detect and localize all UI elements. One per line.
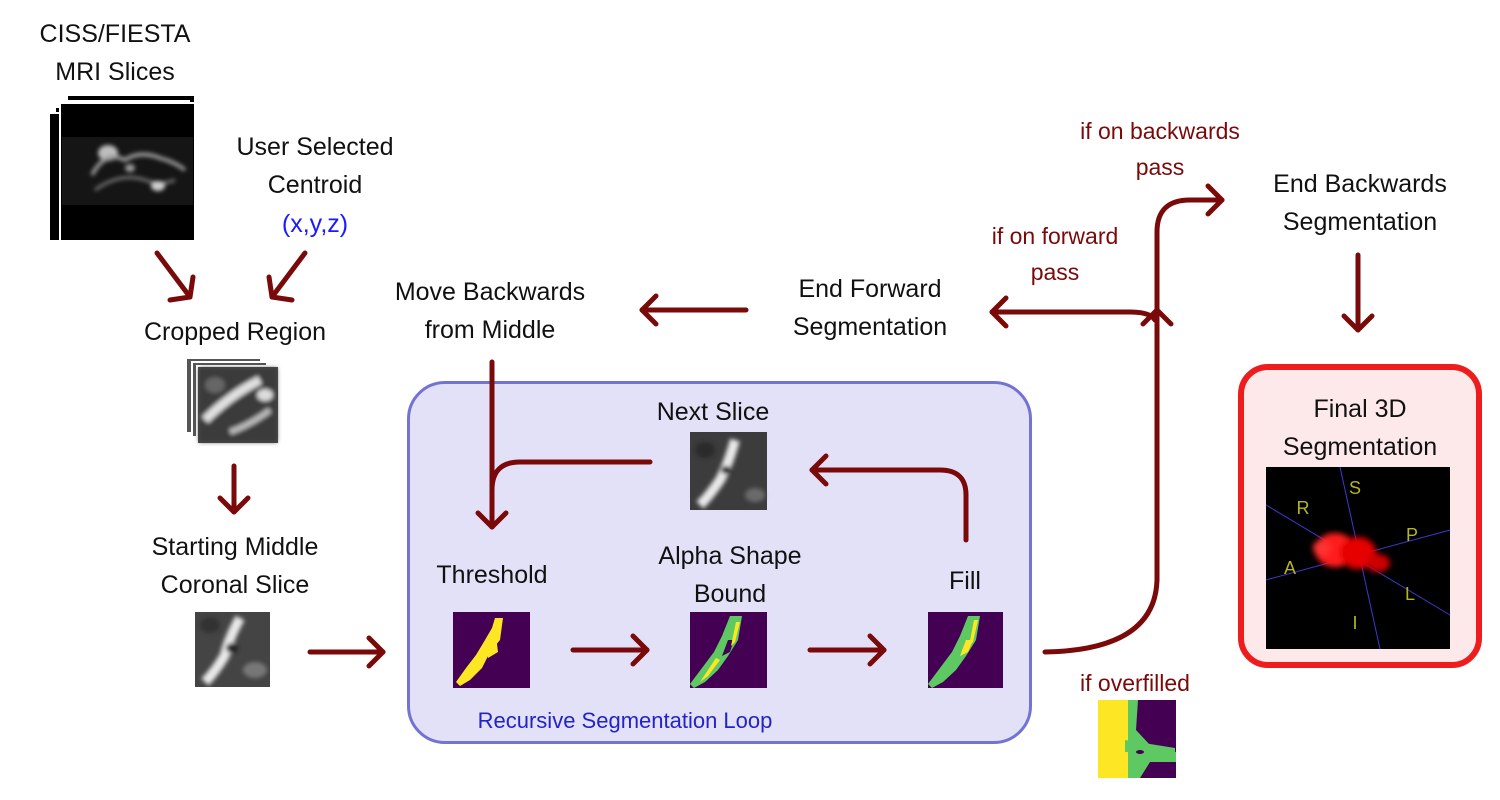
cropped-region-stack bbox=[185, 357, 280, 445]
orient-a: A bbox=[1284, 558, 1296, 578]
arrow-branch-to-end-forward bbox=[989, 295, 1158, 329]
arrow-branch-to-end-backwards bbox=[1154, 183, 1225, 323]
starting-slice-image bbox=[195, 612, 270, 687]
next-slice-image bbox=[690, 432, 767, 510]
mri-slices-label: CISS/FIESTA MRI Slices bbox=[39, 20, 191, 86]
overfilled-image bbox=[1098, 700, 1176, 778]
arrow-end-forward-to-move-backwards bbox=[639, 293, 749, 327]
arrow-move-backwards-to-threshold bbox=[475, 359, 509, 530]
final-3d-label: Final 3D Segmentation bbox=[1282, 395, 1438, 461]
fill-label: Fill bbox=[949, 567, 981, 595]
alpha-shape-image bbox=[690, 612, 767, 688]
arrow-cropped-to-starting bbox=[217, 463, 251, 515]
if-backwards-label: if on backwards pass bbox=[1080, 118, 1240, 180]
final-3d-view: R S P A L I bbox=[1265, 466, 1451, 650]
mri-slices-stack bbox=[48, 94, 196, 242]
arrow-threshold-to-alpha bbox=[570, 633, 650, 667]
if-overfilled-label: if overfilled bbox=[1080, 670, 1190, 696]
user-centroid-label: User Selected Centroid bbox=[236, 133, 394, 199]
arrow-next-slice-to-threshold bbox=[489, 459, 653, 530]
orient-s: S bbox=[1349, 478, 1361, 498]
orient-i: I bbox=[1352, 613, 1357, 633]
next-slice-label: Next Slice bbox=[656, 398, 770, 426]
orient-r: R bbox=[1297, 498, 1310, 518]
threshold-image bbox=[453, 612, 530, 688]
arrow-end-backwards-to-final bbox=[1341, 252, 1375, 333]
alpha-shape-label: Alpha Shape Bound bbox=[658, 542, 802, 608]
orient-p: P bbox=[1406, 525, 1418, 545]
end-forward-label: End Forward Segmentation bbox=[792, 275, 948, 341]
cropped-region-label: Cropped Region bbox=[143, 318, 327, 346]
fill-image bbox=[928, 612, 1003, 688]
loop-title-label: Recursive Segmentation Loop bbox=[477, 708, 773, 733]
arrow-alpha-to-fill bbox=[807, 633, 887, 667]
threshold-label: Threshold bbox=[436, 561, 548, 589]
arrow-starting-to-threshold bbox=[307, 635, 386, 669]
end-backwards-label: End Backwards Segmentation bbox=[1273, 170, 1447, 236]
arrow-centroid-to-cropped bbox=[266, 250, 308, 303]
starting-slice-label: Starting Middle Coronal Slice bbox=[151, 533, 319, 599]
orient-l: L bbox=[1405, 584, 1415, 604]
if-forward-label: if on forward pass bbox=[991, 223, 1119, 285]
move-backwards-label: Move Backwards from Middle bbox=[394, 278, 586, 344]
centroid-coords-label: (x,y,z) bbox=[281, 210, 349, 238]
arrow-fill-to-branches bbox=[1042, 307, 1174, 655]
arrow-mri-to-cropped bbox=[154, 250, 196, 303]
arrow-fill-to-next-slice bbox=[809, 453, 969, 543]
